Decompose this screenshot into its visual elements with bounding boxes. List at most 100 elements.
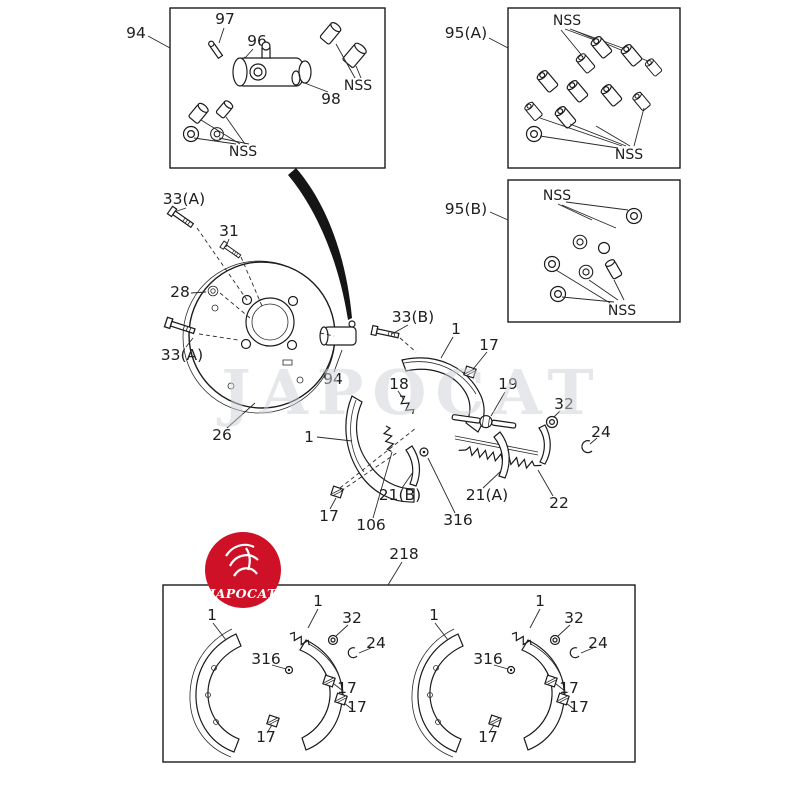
clip-17-left-drawing	[330, 485, 344, 499]
label-32-main: 32	[554, 395, 574, 413]
label-1-shoe-top-r: 1	[535, 592, 545, 610]
label-32-kit-r: 32	[564, 609, 584, 627]
label-24-main: 24	[591, 423, 611, 441]
kit-part-nut	[572, 234, 588, 250]
label-17c-kit-r: 17	[478, 728, 498, 746]
lever-21b-drawing	[405, 445, 421, 487]
label-17b-kit-r: 17	[569, 698, 589, 716]
bolt-33b-drawing	[370, 324, 400, 341]
label-28: 28	[170, 283, 190, 301]
label-32-kit: 32	[342, 609, 362, 627]
cclip-24-drawing	[581, 440, 593, 454]
label-33b: 33(B)	[392, 308, 434, 326]
strut-drawing2	[454, 438, 539, 456]
washer-32-drawing	[545, 415, 559, 429]
logo-text: JAPOCAT	[207, 586, 278, 601]
wheel-cylinder-box: 94 97 96	[126, 7, 386, 169]
kit-a-box: 95(A) NSS NSS	[445, 7, 681, 169]
label-26: 26	[212, 426, 232, 444]
brake-shoe-lower-drawing	[345, 395, 415, 503]
brake-shoe-upper-drawing	[401, 357, 485, 433]
label-21b: 21(B)	[379, 486, 421, 504]
logo-bull-icon	[225, 543, 259, 577]
piston-cup-drawing	[319, 22, 342, 45]
label-nss-bottom-a: NSS	[615, 147, 643, 163]
main-exploded-diagram: 33(A) 31 28 33(A) 26 94 33(B)	[161, 190, 611, 534]
bleeder-screw-drawing	[208, 40, 224, 60]
kit-part-ring	[549, 285, 567, 303]
spring-18-drawing	[399, 395, 415, 415]
bolt-31-drawing	[219, 240, 243, 260]
lever-drawing	[538, 424, 551, 465]
kit-part-ring	[543, 255, 561, 273]
label-17-right: 17	[479, 336, 499, 354]
label-1-right: 1	[451, 320, 461, 338]
kit-part-ring	[625, 207, 643, 225]
spring-22-drawing	[458, 445, 542, 470]
swoosh-mark	[288, 168, 352, 320]
watermark-text: JAPOCAT	[216, 356, 602, 429]
kit-b-box-frame	[507, 179, 681, 323]
label-17a-kit: 17	[337, 679, 357, 697]
shoe-kit-box: 218	[162, 545, 636, 763]
label-316-kit-r: 316	[473, 650, 503, 668]
label-18: 18	[389, 375, 409, 393]
label-97: 97	[215, 10, 235, 28]
clip-28-drawing	[207, 285, 219, 297]
label-nss-top-b: NSS	[543, 188, 571, 204]
label-17c-kit: 17	[256, 728, 276, 746]
label-1-shoe-left-r: 1	[429, 606, 439, 624]
shoe-assembly-left-labels: 1 1 32 24 316 17 17 17	[207, 592, 386, 746]
kit-part-ring	[525, 125, 543, 143]
label-17b-kit: 17	[347, 698, 367, 716]
label-24-kit-r: 24	[588, 634, 608, 652]
label-1-shoe-top: 1	[313, 592, 323, 610]
cup-drawing	[215, 100, 234, 119]
brake-shoe-upper-lining	[403, 361, 477, 395]
label-316-kit: 316	[251, 650, 281, 668]
kit-part-cap	[604, 259, 623, 280]
label-95a: 95(A)	[445, 24, 487, 42]
brake-shoe-lower-lining	[350, 399, 365, 473]
label-24-kit: 24	[366, 634, 386, 652]
lever-21a-drawing	[493, 431, 510, 479]
wheel-cylinder-box-frame	[169, 7, 386, 169]
japocat-logo: JAPOCAT	[205, 532, 281, 608]
label-98: 98	[321, 90, 341, 108]
label-22: 22	[549, 494, 569, 512]
kit-part-nut	[578, 264, 594, 280]
label-94-main: 94	[323, 370, 343, 388]
label-nss-bottom: NSS	[229, 144, 257, 160]
shoe-assembly-right-labels: 1 1 32 24 316 17 17 17	[429, 592, 608, 746]
label-94-box: 94	[126, 24, 146, 42]
label-17a-kit-r: 17	[559, 679, 579, 697]
label-33a-top: 33(A)	[163, 190, 205, 208]
washer-32-hole	[548, 419, 555, 426]
label-218: 218	[389, 545, 419, 563]
label-1-left: 1	[304, 428, 314, 446]
logo-circle	[205, 532, 281, 608]
label-nss-top-a: NSS	[553, 13, 581, 29]
kit-b-box: 95(B) NSS NSS	[445, 179, 681, 323]
pin-316-center	[422, 450, 426, 454]
label-17-left: 17	[319, 507, 339, 525]
label-19: 19	[498, 375, 518, 393]
label-21a: 21(A)	[466, 486, 508, 504]
kit-part-washer	[597, 241, 611, 255]
spring-106-drawing	[382, 425, 395, 452]
label-31: 31	[219, 222, 239, 240]
label-1-shoe-left: 1	[207, 606, 217, 624]
wheel-cylinder-main-drawing	[319, 320, 357, 346]
strut-drawing	[454, 435, 539, 453]
label-33a-bottom: 33(A)	[161, 346, 203, 364]
adjuster-19-drawing	[451, 414, 517, 429]
shoe-assembly-drawing	[189, 608, 372, 758]
piston-drawing	[342, 42, 367, 68]
label-95b: 95(B)	[445, 200, 487, 218]
label-316-main: 316	[443, 511, 473, 529]
wheel-cylinder-drawing	[232, 41, 312, 87]
label-nss-top: NSS	[344, 78, 372, 94]
seal-ring-drawing	[182, 125, 200, 143]
